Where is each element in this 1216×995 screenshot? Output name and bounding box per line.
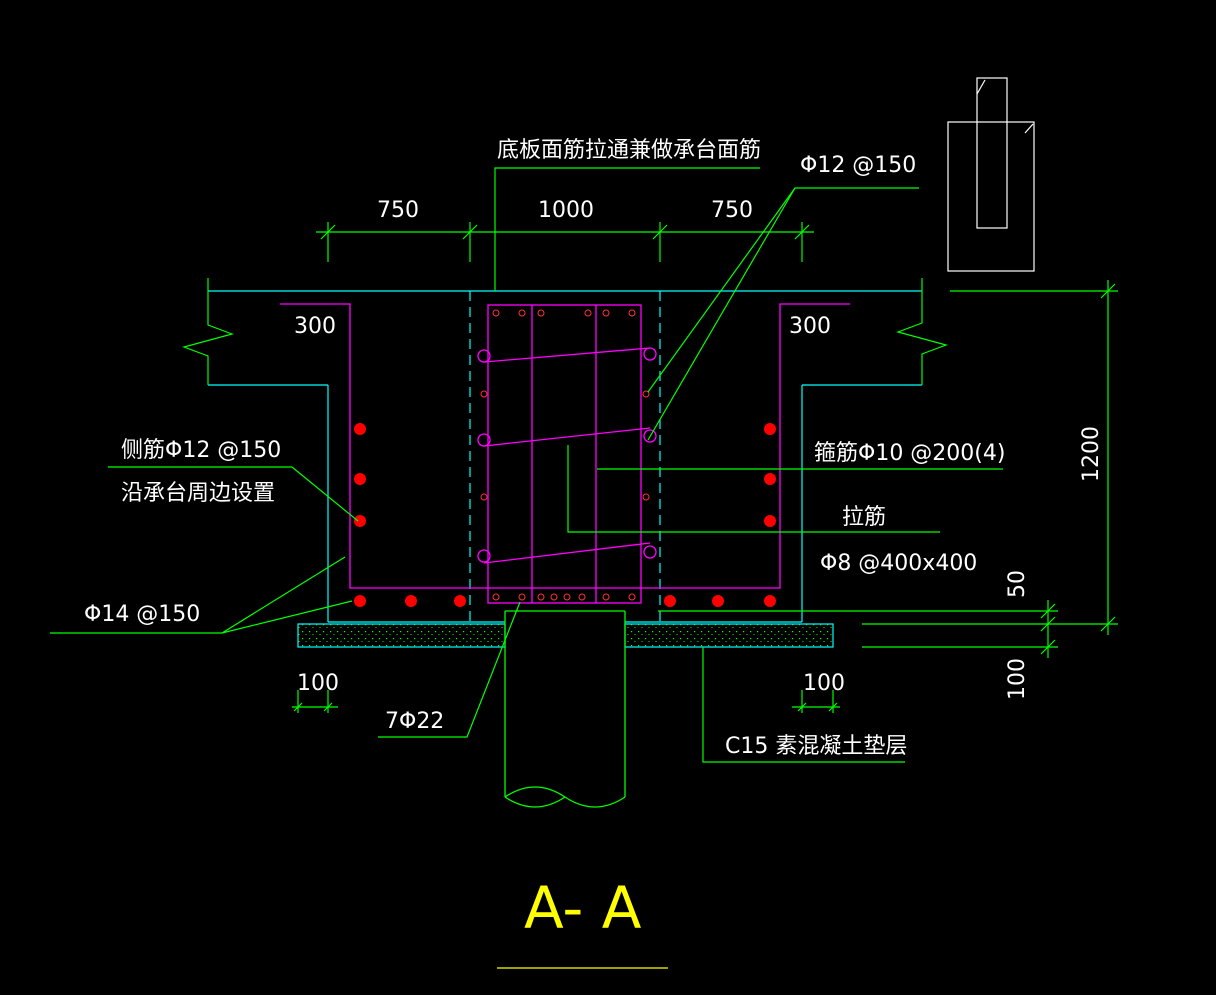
concrete-outline — [208, 290, 922, 623]
phi14-150-label: Φ14 @150 — [84, 602, 200, 627]
section-title-group: A- A — [497, 874, 668, 969]
phi12-150-label: Φ12 @150 — [800, 153, 916, 178]
stirrup-label: 箍筋Φ10 @200(4) — [814, 441, 1005, 466]
break-lines — [182, 278, 948, 385]
dim-1000: 1000 — [538, 198, 594, 223]
dim-50: 50 — [1005, 570, 1030, 598]
pile — [504, 610, 626, 808]
main-rebar-dots — [354, 423, 776, 607]
side-bar-note: 沿承台周边设置 — [121, 481, 275, 506]
leader-lines — [50, 167, 1003, 763]
dim-100-vertical: 100 — [1005, 658, 1030, 700]
dimension-lines — [292, 222, 1118, 713]
column-detail — [947, 77, 1035, 272]
side-bar-label: 侧筋Φ12 @150 — [121, 438, 281, 463]
tie-bar-spec: Φ8 @400x400 — [820, 551, 977, 576]
labels: 底板面筋拉通兼做承台面筋 Φ12 @150 750 1000 750 300 3… — [84, 138, 1104, 759]
dim-300-left: 300 — [294, 314, 336, 339]
hollow-rebar — [480, 309, 650, 601]
tie-bar-label: 拉筋 — [842, 505, 886, 530]
dim-750-right: 750 — [711, 198, 753, 223]
dim-300-right: 300 — [789, 314, 831, 339]
top-bar-note: 底板面筋拉通兼做承台面筋 — [497, 138, 761, 163]
dim-750-left: 750 — [377, 198, 419, 223]
dim-100-right: 100 — [803, 671, 845, 696]
bedding-label: C15 素混凝土垫层 — [725, 734, 907, 759]
reinforcement-cage — [280, 303, 850, 604]
section-title: A- A — [524, 874, 642, 942]
dim-1200: 1200 — [1079, 426, 1104, 482]
bedding-layer — [297, 623, 834, 648]
main-bars-label: 7Φ22 — [385, 709, 444, 734]
dim-100-left: 100 — [297, 671, 339, 696]
